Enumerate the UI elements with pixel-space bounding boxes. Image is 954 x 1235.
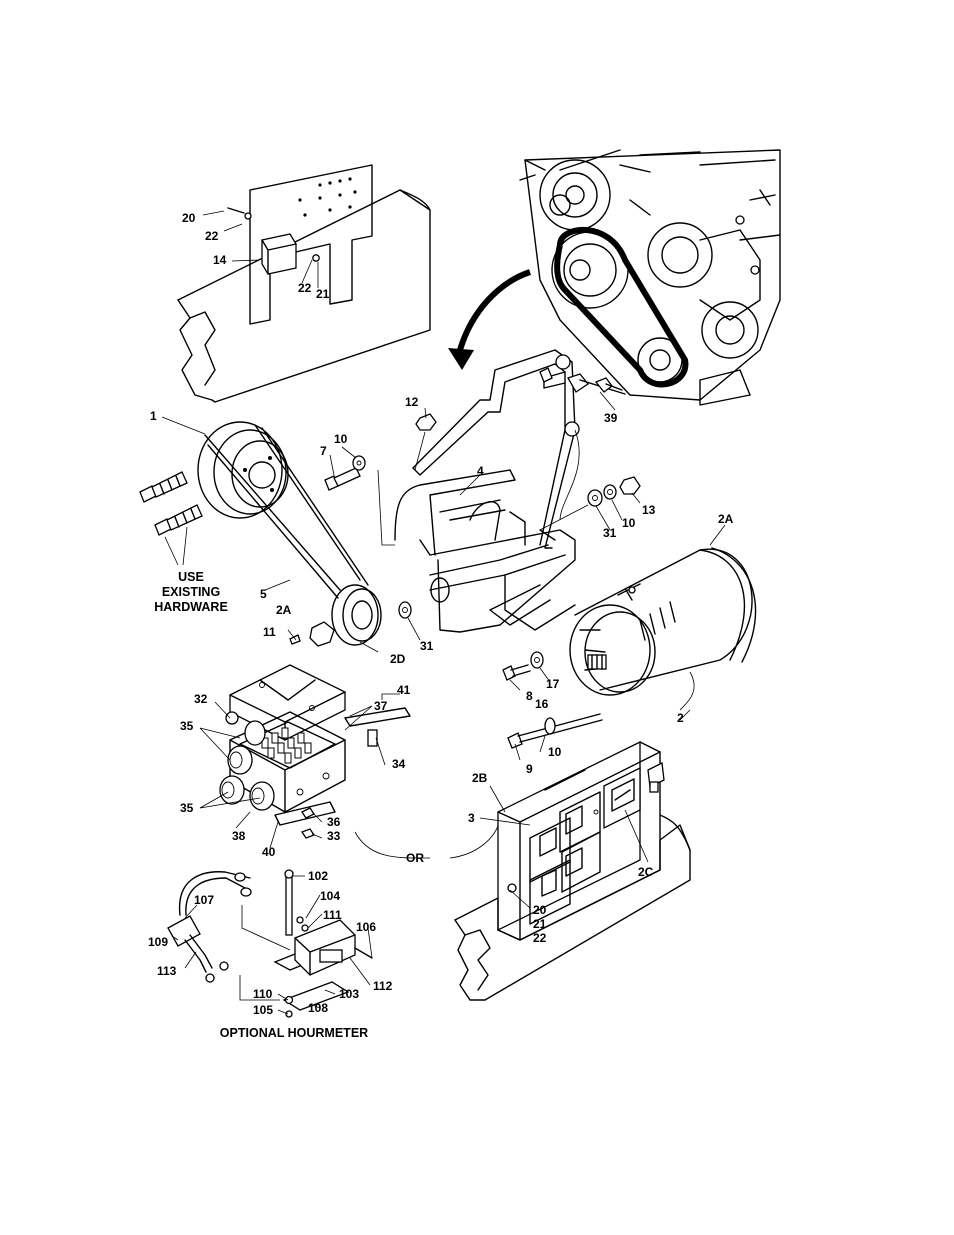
callout-22: 22 [533,931,547,945]
callout-39: 39 [604,411,618,425]
callout-102: 102 [308,869,328,883]
callout-2c: 2C [638,865,654,879]
bolt-39 [539,367,623,393]
callout-22: 22 [205,229,219,243]
callout-111: 111 [323,908,342,922]
callout-2a: 2A [276,603,292,617]
callout-2b: 2B [472,771,488,785]
callout-8: 8 [526,689,533,703]
callout-10: 10 [622,516,636,530]
callout-40: 40 [262,845,276,859]
leader-lines [161,210,726,1015]
callout-36: 36 [327,815,341,829]
callout-11: 11 [263,625,276,639]
hardware-group-31-10-13 [398,476,641,619]
callout-10: 10 [548,745,562,759]
callout-2d: 2D [390,652,406,666]
callout-103: 103 [339,987,359,1001]
callout-35: 35 [180,801,194,815]
existing-hardware-bolts [139,471,203,566]
callout-9: 9 [526,762,533,776]
callout-107: 107 [194,893,214,907]
callout-37: 37 [374,699,388,713]
use-existing-line-3: HARDWARE [154,600,228,614]
callout-7: 7 [320,444,327,458]
pulley-and-belt [197,421,382,647]
callout-109: 109 [148,935,168,949]
callout-2: 2 [677,711,684,725]
callout-10: 10 [334,432,348,446]
engine-assembly [519,149,781,406]
callout-21: 21 [533,917,547,931]
use-existing-line-1: USE [178,570,204,584]
callout-21: 21 [316,287,330,301]
hardware-group-8-16-17 [502,651,544,681]
junction-box [219,664,411,839]
callout-20: 20 [533,903,547,917]
callout-34: 34 [392,757,406,771]
optional-hourmeter-caption: OPTIONAL HOURMETER [220,1026,368,1040]
curved-arrow-icon [448,269,532,370]
callout-38: 38 [232,829,246,843]
callout-108: 108 [308,1001,328,1015]
callout-13: 13 [642,503,656,517]
callout-112: 112 [373,979,393,993]
generator-2a [569,547,757,711]
callout-105: 105 [253,1003,273,1017]
callout-110: 110 [253,987,273,1001]
callout-106: 106 [356,920,376,934]
use-existing-line-2: EXISTING [162,585,220,599]
callout-labels: 20 22 14 22 21 12 39 1 10 7 4 13 10 31 2… [148,211,734,1040]
hardware-group-9-10 [507,713,603,749]
callout-16: 16 [535,697,549,711]
callout-3: 3 [468,811,475,825]
callout-35: 35 [180,719,194,733]
callout-2a: 2A [718,512,734,526]
callout-113: 113 [157,964,177,978]
callout-41: 41 [397,683,411,697]
callout-32: 32 [194,692,208,706]
callout-1: 1 [150,409,157,423]
receptacle-box-2b [497,740,665,941]
hardware-group-7-10-12 [324,413,437,491]
callout-17: 17 [546,677,560,691]
callout-20: 20 [182,211,196,225]
frame-rail-top-left [177,164,431,403]
callout-104: 104 [320,889,340,903]
callout-or: OR [406,851,424,865]
callout-31: 31 [420,639,434,653]
callout-33: 33 [327,829,341,843]
frame-rail-bottom-right [454,814,691,1001]
mounting-bracket [394,349,626,633]
callout-31: 31 [603,526,617,540]
callout-12: 12 [405,395,419,409]
callout-5: 5 [260,587,267,601]
callout-14: 14 [213,253,227,267]
callout-22: 22 [298,281,312,295]
callout-4: 4 [477,464,484,478]
